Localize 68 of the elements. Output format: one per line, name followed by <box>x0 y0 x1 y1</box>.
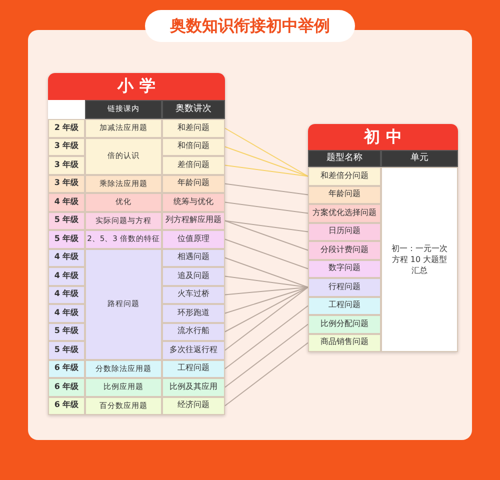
grade-cell: 6 年级 <box>48 396 85 415</box>
topic-cell: 行程问题 <box>308 278 381 296</box>
topic-cell: 方案优化选择问题 <box>308 204 381 222</box>
topic-cell: 商品销售问题 <box>308 334 381 352</box>
grade-cell: 4 年级 <box>48 193 85 212</box>
grade-cell: 4 年级 <box>48 286 85 304</box>
leader-line <box>224 276 308 288</box>
leader-line <box>224 220 308 232</box>
grade-cell: 6 年级 <box>48 378 85 396</box>
topic-cell: 位值原理 <box>162 230 225 248</box>
leader-line <box>224 220 308 251</box>
topic-cell: 追及问题 <box>162 267 225 286</box>
topic-cell: 列方程解应用题 <box>162 212 225 230</box>
topic-cell: 比例分配问题 <box>308 315 381 334</box>
column-header: 奥数讲次 <box>162 100 225 119</box>
grade-cell: 5 年级 <box>48 341 85 360</box>
leader-line <box>224 202 308 214</box>
topic-cell: 分段计费问题 <box>308 241 381 260</box>
topic-cell: 多次往返行程 <box>162 341 225 360</box>
topic-cell: 经济问题 <box>162 396 225 415</box>
grade-cell: 3 年级 <box>48 138 85 156</box>
table-panel <box>48 73 225 415</box>
topic-cell: 数字问题 <box>308 260 381 278</box>
title-banner: 奥数知识衔接初中举例 <box>145 10 355 42</box>
topic-cell: 相遇问题 <box>162 248 225 267</box>
leader-line <box>224 257 308 288</box>
leader-line <box>224 146 308 177</box>
topic-cell: 流水行船 <box>162 322 225 341</box>
topic-cell: 环形跑道 <box>162 304 225 322</box>
topic-cell: 差倍问题 <box>162 156 225 174</box>
grade-cell: 2 年级 <box>48 119 85 138</box>
topic-cell: 统筹与优化 <box>162 193 225 212</box>
table-panel <box>308 124 458 352</box>
topic-cell: 和差问题 <box>162 119 225 138</box>
topic-cell: 比例及其应用 <box>162 378 225 396</box>
leader-line <box>224 238 308 270</box>
topic-cell: 和倍问题 <box>162 138 225 156</box>
topic-cell: 工程问题 <box>308 296 381 315</box>
leader-line <box>224 286 308 332</box>
leader-line <box>224 286 308 314</box>
leader-line <box>224 183 308 196</box>
leader-line <box>224 164 308 177</box>
leader-line <box>224 286 308 351</box>
grade-cell: 4 年级 <box>48 267 85 286</box>
topic-cell: 火车过桥 <box>162 286 225 304</box>
grade-cell: 5 年级 <box>48 212 85 230</box>
grade-cell: 5 年级 <box>48 322 85 341</box>
grade-cell: 5 年级 <box>48 230 85 248</box>
table-heading: 小 学 <box>48 73 225 100</box>
column-header: 单元 <box>381 150 458 167</box>
table-heading: 初 中 <box>308 124 458 150</box>
topic-cell: 工程问题 <box>162 360 225 378</box>
grade-cell: 4 年级 <box>48 304 85 322</box>
leader-line <box>224 305 308 370</box>
leader-line <box>224 286 308 296</box>
leader-line <box>224 128 308 177</box>
topic-cell: 年龄问题 <box>162 174 225 193</box>
leader-line <box>224 324 308 388</box>
topic-cell: 日历问题 <box>308 222 381 241</box>
column-header: 题型名称 <box>308 150 381 167</box>
grade-cell: 4 年级 <box>48 248 85 267</box>
grade-cell: 3 年级 <box>48 156 85 174</box>
topic-cell: 和差倍分问题 <box>308 167 381 186</box>
grade-cell: 3 年级 <box>48 174 85 193</box>
grade-cell: 6 年级 <box>48 360 85 378</box>
leader-line <box>224 342 308 406</box>
topic-cell: 年龄问题 <box>308 186 381 204</box>
table-cell: 初一：一元一次方程 10 大题型汇总 <box>381 167 458 352</box>
